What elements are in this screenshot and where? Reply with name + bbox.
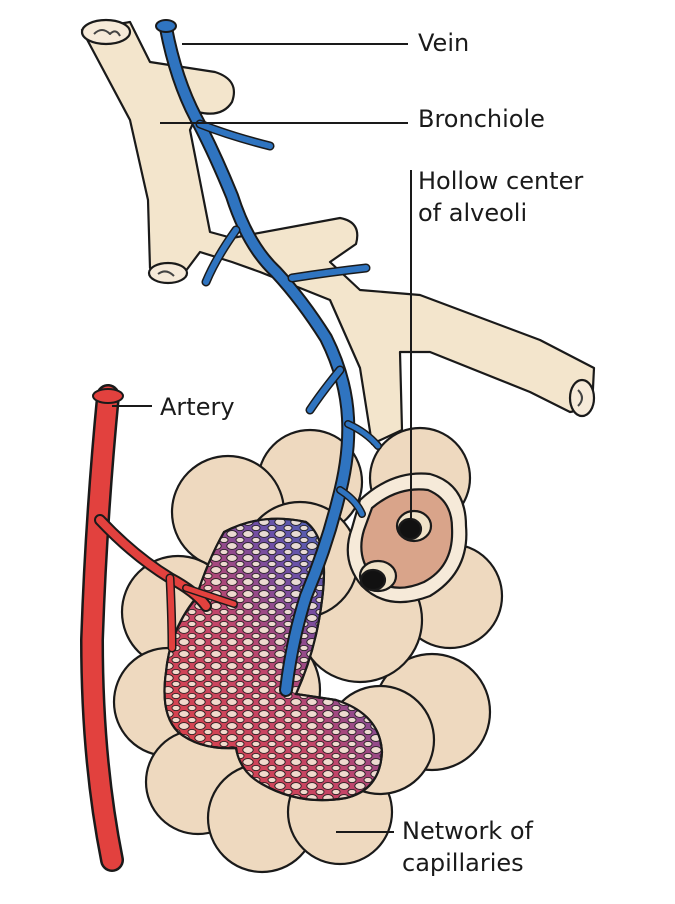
alveolus-cross-section (346, 472, 468, 604)
label-artery: Artery (160, 393, 235, 421)
label-network-line1: Network of (402, 817, 533, 845)
label-vein: Vein (418, 29, 470, 57)
bronchiole (80, 18, 596, 446)
label-network-line2: capillaries (402, 849, 524, 877)
artery-vessel (80, 384, 238, 872)
label-bronchiole: Bronchiole (418, 105, 545, 133)
vein-vessel (159, 21, 382, 697)
label-hollow-center-line1: Hollow center (418, 167, 584, 195)
leader-lines (112, 43, 412, 833)
capillary-network (163, 517, 384, 802)
label-hollow-center-line2: of alveoli (418, 199, 528, 227)
